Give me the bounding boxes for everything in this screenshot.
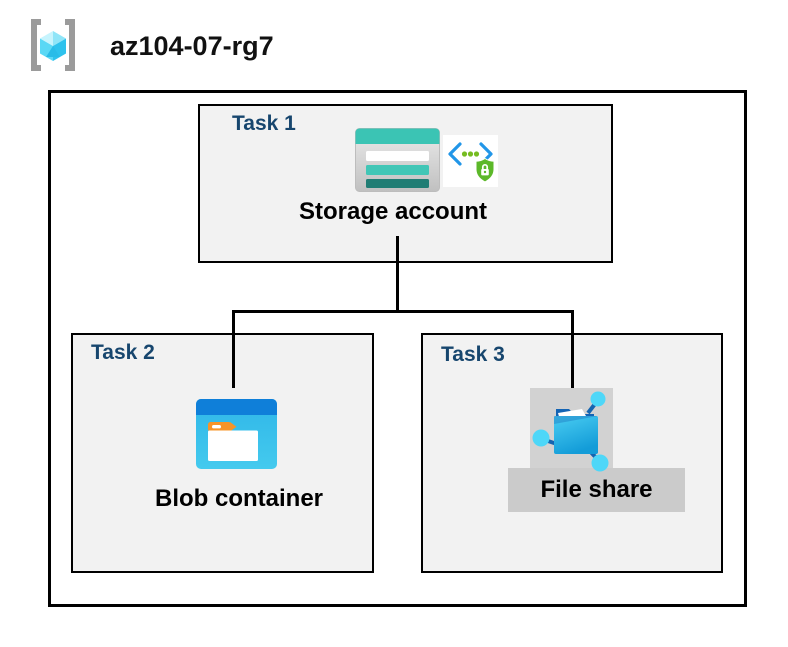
task2-box: Task 2 Blob container [71,333,374,573]
task1-box: Task 1 [198,104,613,263]
task1-caption: Storage account [298,198,488,225]
blob-container-icon [196,399,277,469]
task2-label: Task 2 [91,341,155,364]
task3-box: Task 3 File share [421,333,723,573]
task1-label: Task 1 [232,112,296,135]
task3-caption: File share [540,476,653,503]
api-security-lock-icon [443,135,498,187]
connector-to-file-share [571,310,574,388]
task3-caption-highlight: File share [508,468,685,512]
task2-caption: Blob container [154,485,324,512]
connector-horizontal-branch [232,310,574,313]
file-share-icon [532,391,609,472]
connector-to-blob-container [232,310,235,388]
connector-storage-stem [396,236,399,313]
task3-label: Task 3 [441,343,505,366]
resource-group-name: az104-07-rg7 [110,31,274,61]
file-share-icon-highlight [530,388,613,472]
storage-account-icon [355,128,440,192]
resource-group-icon [28,18,78,72]
